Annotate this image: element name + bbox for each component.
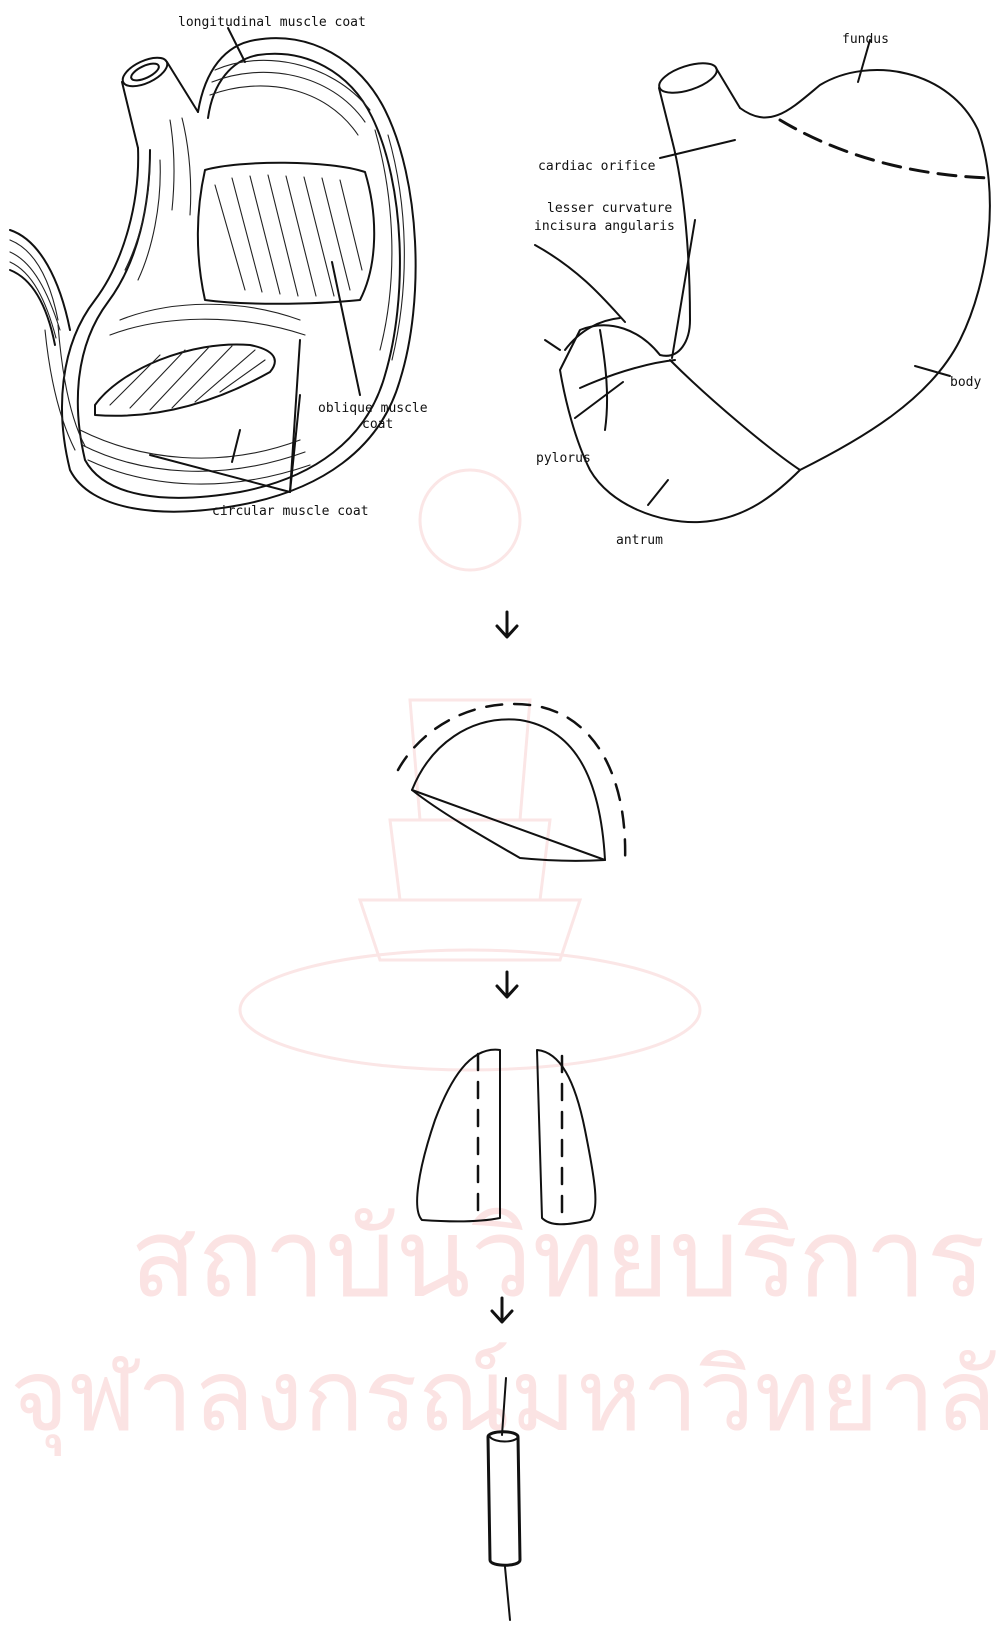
arrow-down-icon [497,972,517,997]
split-strips [417,1050,595,1225]
arrow-down-icon [492,1298,512,1322]
mounted-strip [488,1378,520,1620]
excised-strip [398,704,625,862]
arrow-down-icon [497,612,517,637]
